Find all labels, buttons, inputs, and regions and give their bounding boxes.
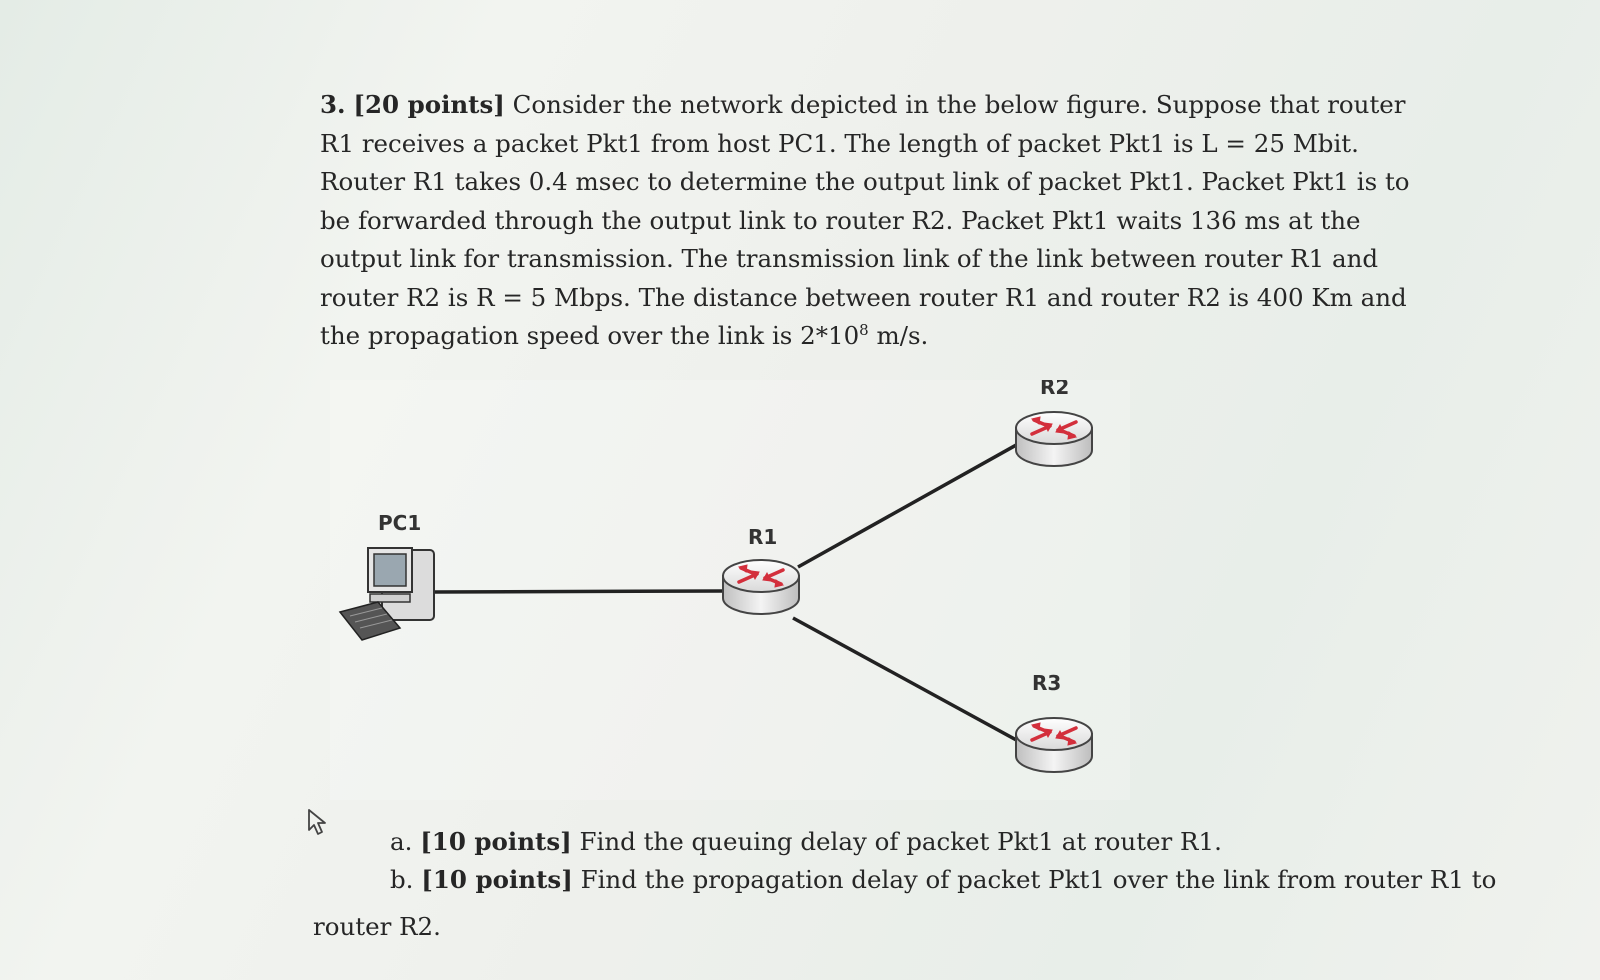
r1-label: R1 xyxy=(748,525,777,549)
pc1-computer-icon xyxy=(338,547,435,641)
part-b-points: [10 points] xyxy=(421,865,573,894)
part-b: b. [10 points] Find the propagation dela… xyxy=(390,861,1496,899)
r3-label: R3 xyxy=(1032,671,1061,695)
link-r1-r3 xyxy=(792,616,1021,744)
pc1-label: PC1 xyxy=(378,511,421,535)
network-figure: PC1 R1 R2 R3 xyxy=(330,380,1130,800)
mouse-cursor-icon xyxy=(308,809,326,835)
r3-router-icon xyxy=(1014,716,1094,774)
r1-router-icon xyxy=(721,558,801,616)
part-a-letter: a. xyxy=(390,827,413,856)
part-a-text: Find the queuing delay of packet Pkt1 at… xyxy=(571,827,1222,856)
r2-router-icon xyxy=(1014,410,1094,468)
r2-label: R2 xyxy=(1040,380,1069,399)
question-points: [20 points] xyxy=(353,90,505,119)
part-b-letter: b. xyxy=(390,865,414,894)
part-b-text: Find the propagation delay of packet Pkt… xyxy=(572,865,1497,894)
question-text-end: m/s. xyxy=(868,321,929,350)
question-number: 3. xyxy=(320,90,346,119)
part-a: a. [10 points] Find the queuing delay of… xyxy=(390,823,1222,861)
network-diagram: PC1 R1 R2 R3 xyxy=(338,380,1094,774)
part-a-points: [10 points] xyxy=(420,827,572,856)
question-exponent: 8 xyxy=(859,320,869,339)
question-3: 3. [20 points] Consider the network depi… xyxy=(320,86,1440,356)
link-pc1-r1 xyxy=(434,589,725,594)
part-b-continuation: router R2. xyxy=(313,912,441,941)
question-text: Consider the network depicted in the bel… xyxy=(320,90,1410,350)
link-r1-r2 xyxy=(797,442,1019,569)
